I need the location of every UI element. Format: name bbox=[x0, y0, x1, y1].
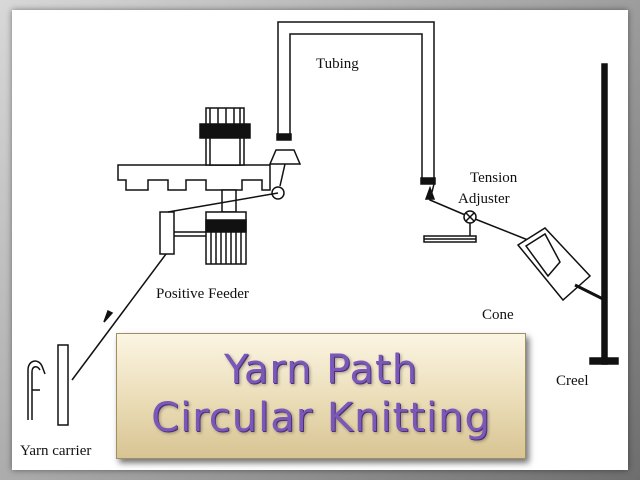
feeder-frame bbox=[117, 164, 271, 191]
label-tubing: Tubing bbox=[316, 56, 359, 72]
yarn-arrow-tubing bbox=[424, 185, 436, 200]
label-positive-feeder: Positive Feeder bbox=[156, 286, 249, 302]
label-creel: Creel bbox=[556, 373, 588, 389]
feeder-top-drum bbox=[199, 107, 251, 166]
creel bbox=[589, 63, 619, 365]
tubing bbox=[276, 21, 436, 185]
tubing-funnel bbox=[268, 149, 302, 165]
title-line-1: Yarn Path bbox=[223, 347, 419, 393]
label-cone: Cone bbox=[482, 307, 514, 323]
yarn-arrow-carrier bbox=[103, 309, 114, 323]
cone bbox=[516, 227, 606, 302]
feeder-guide-bracket bbox=[159, 211, 206, 255]
label-tension: Tension bbox=[470, 170, 518, 186]
title-line-2: Circular Knitting bbox=[151, 395, 491, 441]
label-adjuster: Adjuster bbox=[458, 191, 510, 207]
feeder-lower-wheel bbox=[205, 189, 247, 265]
label-yarn-carrier: Yarn carrier bbox=[20, 443, 91, 459]
title-banner: Yarn Path Circular Knitting bbox=[116, 333, 526, 459]
yarn-carrier bbox=[27, 344, 69, 426]
tension-adjuster bbox=[423, 210, 477, 243]
